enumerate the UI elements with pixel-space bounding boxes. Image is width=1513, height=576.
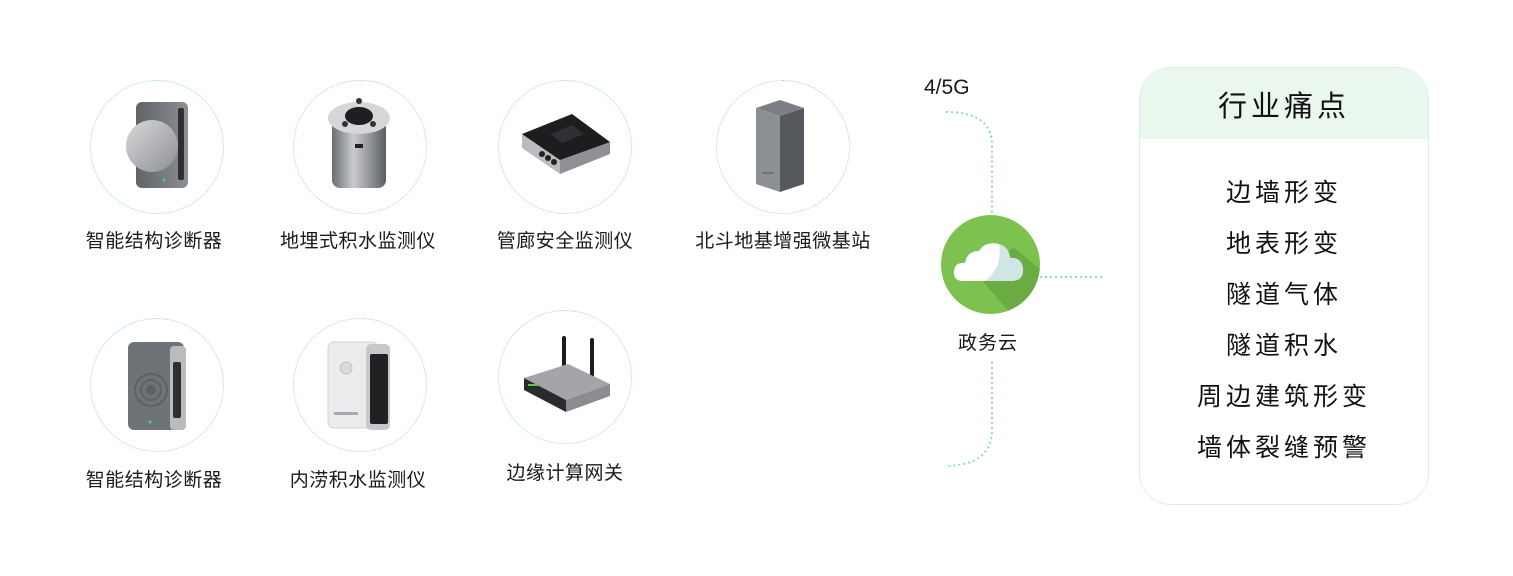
- device-label: 智能结构诊断器: [85, 230, 223, 252]
- device-ring: [293, 318, 427, 452]
- structure-diagnostic-device-icon: [126, 102, 188, 188]
- pain-point-item: 地表形变: [1225, 228, 1342, 258]
- cloud-icon: [941, 215, 1040, 314]
- beidou-base-station-icon: [756, 100, 804, 192]
- structure-diagnostic-device-icon: [128, 342, 186, 430]
- pain-points-panel: 行业痛点 边墙形变 地表形变 隧道气体 隧道积水 周边建筑形变 墙体裂缝预警: [1139, 67, 1429, 505]
- device-label: 管廊安全监测仪: [496, 230, 634, 252]
- device-label: 地埋式积水监测仪: [279, 230, 436, 252]
- device-label: 内涝积水监测仪: [289, 469, 427, 491]
- pain-point-item: 墙体裂缝预警: [1196, 432, 1371, 462]
- pipe-gallery-monitor-icon: [522, 114, 610, 174]
- device-ring: [90, 80, 224, 214]
- network-line-bottom: [945, 362, 993, 467]
- cloud-label: 政务云: [958, 332, 1019, 354]
- pain-point-item: 隧道气体: [1225, 279, 1342, 309]
- waterlogging-monitor-icon: [327, 341, 390, 430]
- buried-water-monitor-icon: [328, 98, 390, 188]
- device-ring: [716, 80, 850, 214]
- device-ring: [90, 318, 224, 452]
- network-line-top: [945, 111, 993, 214]
- network-label: 4/5G: [924, 76, 970, 99]
- pain-point-item: 隧道积水: [1225, 330, 1342, 360]
- pain-points-list: 边墙形变 地表形变 隧道气体 隧道积水 周边建筑形变 墙体裂缝预警: [1140, 139, 1428, 471]
- edge-gateway-router-icon: [524, 336, 610, 412]
- device-ring: [498, 310, 632, 444]
- device-ring: [293, 80, 427, 214]
- pain-point-item: 周边建筑形变: [1196, 381, 1371, 411]
- device-label: 北斗地基增强微基站: [695, 230, 871, 252]
- device-ring: [498, 80, 632, 214]
- device-label: 智能结构诊断器: [85, 469, 223, 491]
- device-label: 边缘计算网关: [506, 462, 624, 484]
- pain-points-title: 行业痛点: [1140, 68, 1428, 139]
- pain-point-item: 边墙形变: [1225, 177, 1342, 207]
